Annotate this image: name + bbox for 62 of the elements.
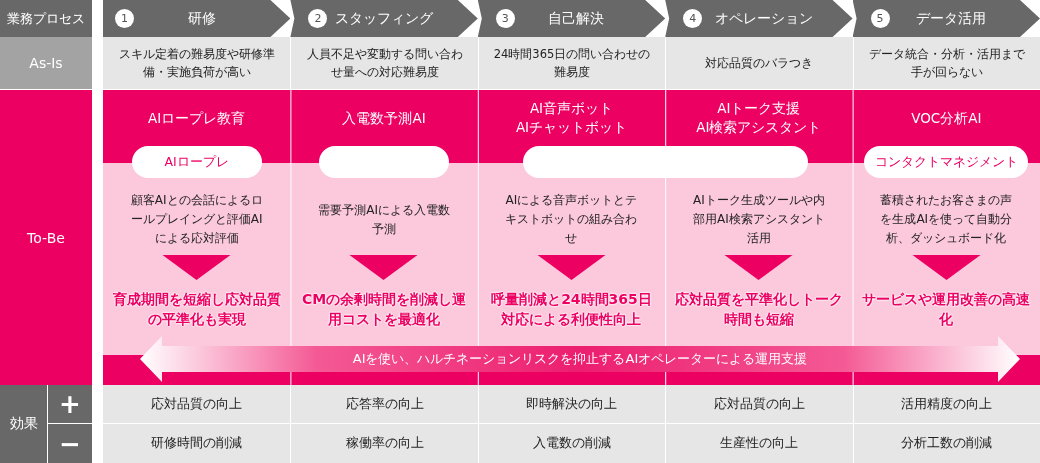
description-text: 顧客AIとの会話によるロールプレイングと評価AIによる応対評価 [111,184,283,255]
problem-cell: 対応品質のバラつき [666,37,853,89]
blank-pill [522,146,808,178]
step-title: オペレーション [713,8,814,28]
step-title: スタッフィング [335,8,435,28]
effect-cell: 即時解決の向上 [478,385,666,423]
step-header [852,0,1040,37]
effect-cell: 入電数の削減 [478,424,666,463]
blank-pill [319,146,450,178]
row-header: To-Be [0,90,92,385]
description-text: 需要予測AIによる入電数予測 [298,184,470,255]
band-text: AIを使い、ハルチネーションリスクを抑止するAIオペレーターによる運用支援 [352,350,808,368]
result-text: 呼量削減と24時間365日対応による利便性向上 [479,280,664,338]
down-arrow [349,255,418,280]
problem-cell: スキル定着の難易度や研修準備・実施負荷が高い [103,37,291,89]
down-arrow [912,255,981,280]
step-number: 1 [115,9,134,28]
step-title: 自己解決 [547,8,606,28]
problem-cell: 24時間365日の問い合わせの難易度 [478,37,666,89]
step-header [103,0,291,37]
description-text: AIトーク生成ツールや内部用AI検索アシスタント活用 [673,184,845,255]
product-pill: コンタクトマネジメント [864,146,1029,178]
effect-cell: 応対品質の向上 [666,385,853,423]
result-text: サービスや運用改善の高速化 [854,280,1038,338]
result-text: 応対品質を平準化しトーク時間も短縮 [667,280,851,338]
result-text: CMの余剰時間を削減し運用コストを最適化 [292,280,476,338]
step-number: 4 [683,9,703,28]
plus-sign: + [48,385,92,423]
row-header: 業務プロセス [0,0,92,37]
effect-cell: 分析工数の削減 [853,424,1040,463]
step-header [665,0,853,37]
description-text: AIによる音声ボットとテキストボットの組み合わせ [485,184,658,255]
solution-heading: VOC分析AI [910,108,983,128]
step-header [290,0,478,37]
effect-cell: 稼働率の向上 [291,424,478,463]
result-text: 育成期間を短縮し応対品質の平準化も実現 [105,280,289,338]
step-number: 2 [308,9,328,28]
solution-heading: AIロープレ教育 [147,108,247,128]
step-number: 5 [870,9,890,28]
effect-cell: 活用精度の向上 [853,385,1040,423]
product-pill: AIロープレ [131,146,262,178]
row-header: 効果 [0,385,47,463]
minus-sign: − [48,424,92,463]
problem-cell: データ統合・分析・活用まで手が回らない [853,37,1040,89]
step-number: 3 [495,9,515,28]
down-arrow [724,255,793,280]
description-text: 蓄積されたお客さまの声を生成AIを使って自動分析、ダッシュボード化 [860,184,1032,255]
effect-cell: 応対品質の向上 [103,385,291,423]
effect-cell: 応答率の向上 [291,385,478,423]
solution-heading: AIトーク支援 AI検索アシスタント [695,99,823,137]
down-arrow [537,255,606,280]
step-title: 研修 [186,8,217,28]
row-header: As-Is [0,37,92,89]
solution-heading: 入電数予測AI [341,108,427,128]
solution-heading: AI音声ボット AIチャットボット [514,99,629,137]
step-header [477,0,666,37]
double-arrow-band [140,336,1020,382]
effect-cell: 生産性の向上 [666,424,853,463]
effect-cell: 研修時間の削減 [103,424,291,463]
problem-cell: 人員不足や変動する問い合わせ量への対応難易度 [291,37,478,89]
step-title: データ活用 [915,8,988,28]
down-arrow [162,255,231,280]
